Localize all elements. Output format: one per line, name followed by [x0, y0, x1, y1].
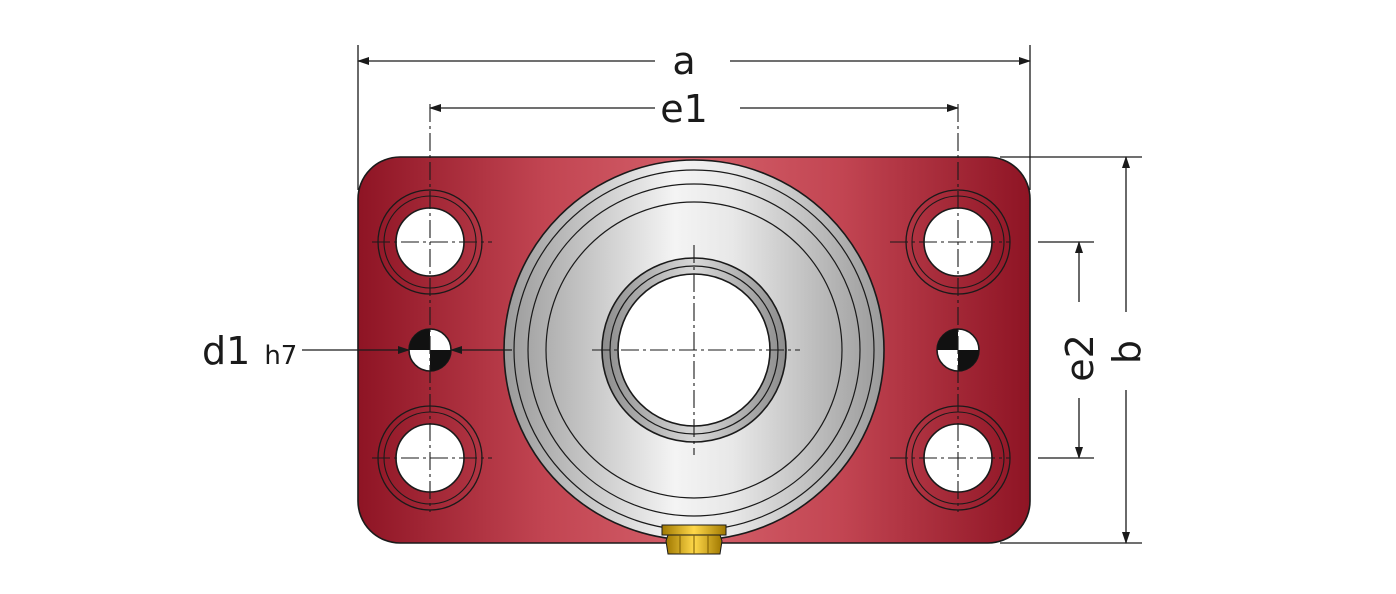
lubrication-nipple-icon — [661, 524, 727, 555]
d1-tolerance: h7 — [264, 341, 297, 371]
dimension-b-label: b — [1105, 340, 1149, 364]
dimension-d1-label: d1 h7 — [202, 329, 297, 373]
d1-symbol: d1 — [202, 329, 250, 373]
dimension-a-label: a — [672, 39, 695, 83]
dimension-e2-label: e2 — [1058, 334, 1102, 382]
dimension-e1-label: e1 — [660, 87, 708, 131]
dimension-b — [1000, 156, 1142, 544]
dimension-e2 — [1038, 241, 1094, 459]
dimension-a — [357, 45, 1031, 190]
center-lines — [372, 104, 1010, 512]
